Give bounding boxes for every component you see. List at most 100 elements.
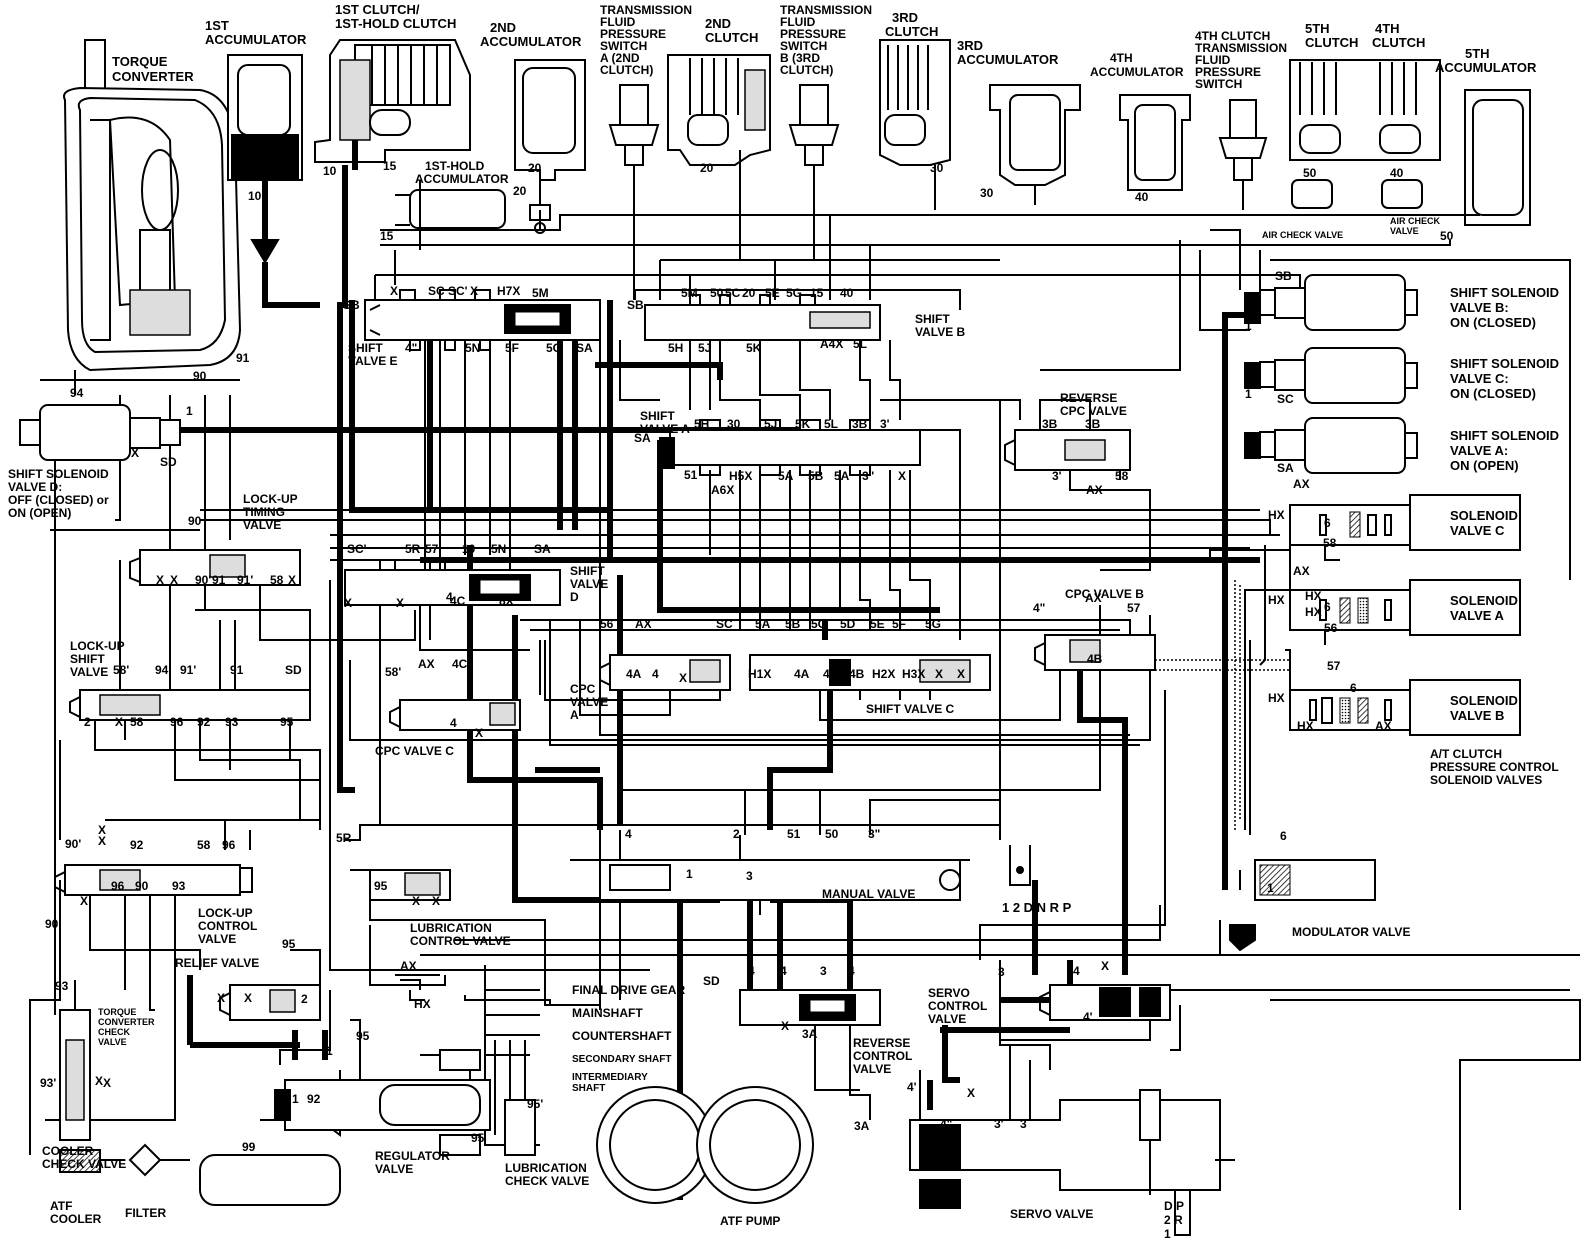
port-label: 57 xyxy=(1127,601,1141,615)
label-modulator-valve: MODULATOR VALVE xyxy=(1292,925,1410,939)
port-label: HX xyxy=(1268,691,1285,705)
port-label: X xyxy=(396,596,404,610)
port-label: 96 xyxy=(170,715,184,729)
label-final-drive-gear: FINAL DRIVE GEAR xyxy=(572,983,685,997)
port-label: X xyxy=(131,446,139,460)
port-label: SB xyxy=(1275,269,1292,283)
port-label: 5B xyxy=(808,469,824,483)
port-label: 96 xyxy=(111,879,125,893)
port-label: 5K xyxy=(795,417,811,431)
port-label: 40 xyxy=(1390,166,1404,180)
port-label: 5J xyxy=(764,417,777,431)
port-label: 5L xyxy=(824,417,838,431)
port-label: 58 xyxy=(1115,469,1129,483)
port-label: 5R xyxy=(405,542,421,556)
port-label: 90' xyxy=(65,837,81,851)
port-label: 3B xyxy=(1085,417,1101,431)
port-label: SD xyxy=(285,663,302,677)
port-label: HX xyxy=(1305,589,1322,603)
port-label: 5A xyxy=(778,469,794,483)
port-label: 93 xyxy=(225,715,239,729)
lockup-shift-valve-body xyxy=(69,689,311,721)
port-label: 5N xyxy=(491,542,506,556)
port-label: 58 xyxy=(130,715,144,729)
port-label: 4B xyxy=(849,667,865,681)
port-label: 8X xyxy=(499,594,514,608)
port-label: A4X xyxy=(820,337,843,351)
fifth-fourth-clutch-graphic xyxy=(1289,59,1441,209)
port-label: 6 xyxy=(1350,681,1357,695)
port-label: 95 xyxy=(374,879,388,893)
port-label: 4C xyxy=(450,594,466,608)
port-label: 92 xyxy=(197,715,211,729)
port-label: 4' xyxy=(907,1080,917,1094)
port-label: X xyxy=(244,991,252,1005)
torque-converter-graphic xyxy=(40,39,242,381)
port-label: AX xyxy=(635,617,652,631)
label-atf-pump: ATF PUMP xyxy=(720,1214,780,1228)
port-label: HX xyxy=(414,997,431,1011)
port-label: 10 xyxy=(462,542,476,556)
port-label: SC' xyxy=(347,542,367,556)
port-label: 15 xyxy=(810,286,824,300)
port-label: X xyxy=(288,573,296,587)
tfp-switch-a-graphic xyxy=(608,84,660,300)
hydraulic-lines xyxy=(29,180,1581,1210)
port-label: 4 xyxy=(1073,964,1080,978)
port-label: 4" xyxy=(405,341,417,355)
label-cpc-valve-b: CPC VALVE B xyxy=(1065,587,1144,601)
port-label: X xyxy=(432,894,440,908)
port-label: 1 xyxy=(686,867,693,881)
port-label: 91 xyxy=(212,573,226,587)
label-cpc-valve-c: CPC VALVE C xyxy=(375,744,454,758)
port-label: SD xyxy=(160,455,177,469)
port-label: 90 xyxy=(188,514,202,528)
port-label: X xyxy=(80,894,88,908)
port-label: 2 xyxy=(301,992,308,1006)
cpc-valve-c-body xyxy=(389,699,521,731)
pressurized-lines xyxy=(180,165,1260,1200)
port-label: 4 xyxy=(748,964,755,978)
port-label: 3A xyxy=(854,1119,870,1133)
port-label: 50 xyxy=(825,827,839,841)
port-label: X xyxy=(390,284,398,298)
port-label: 3B xyxy=(1042,417,1058,431)
port-label: SC xyxy=(716,617,733,631)
port-label: SD xyxy=(703,974,720,988)
servo-control-valve-body xyxy=(1039,984,1171,1021)
label-filter: FILTER xyxy=(125,1206,166,1220)
port-label: SA xyxy=(1277,461,1294,475)
port-label: SC' xyxy=(448,284,468,298)
port-label: 1 xyxy=(186,404,193,418)
port-label: 57 xyxy=(1327,659,1341,673)
port-label: 4C xyxy=(452,657,468,671)
port-label: 4 xyxy=(780,964,787,978)
port-label: 2 xyxy=(84,715,91,729)
port-label: X xyxy=(1101,959,1109,973)
port-label: SB xyxy=(627,298,644,312)
port-label: H1X xyxy=(748,667,771,681)
port-label: 10 xyxy=(248,189,262,203)
port-label: 30 xyxy=(727,417,741,431)
port-label: AX xyxy=(1085,591,1102,605)
port-label: 5E xyxy=(765,286,780,300)
port-label: 90 xyxy=(45,917,59,931)
port-label: A6X xyxy=(711,483,734,497)
lubrication-check-valve-body xyxy=(504,1099,536,1156)
port-label: AX xyxy=(1086,483,1103,497)
port-label: 90' xyxy=(195,573,211,587)
